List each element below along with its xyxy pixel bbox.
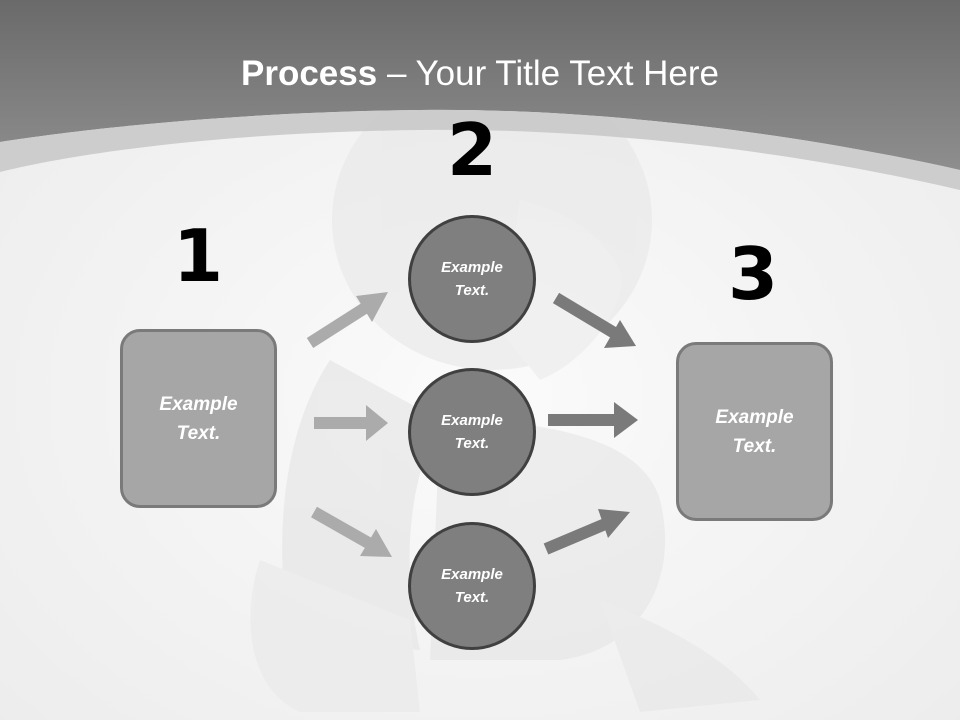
step-number-1: 1 [172, 214, 224, 298]
arrow-middle-to-right [548, 402, 638, 438]
arrow-bottom-to-right [543, 509, 630, 555]
arrow-left-to-bottom [311, 506, 392, 557]
title-rest: – Your Title Text Here [377, 54, 719, 93]
slide-title: Process – Your Title Text Here [0, 52, 960, 96]
process-circle-bottom: Example Text. [408, 522, 536, 650]
right-text-box: Example Text. [676, 342, 833, 521]
arrow-top-to-right [552, 292, 636, 348]
step-number-3: 3 [727, 232, 779, 316]
title-bold: Process [241, 54, 378, 93]
process-circle-top: Example Text. [408, 215, 536, 343]
left-text-box: Example Text. [120, 329, 277, 508]
process-circle-middle: Example Text. [408, 368, 536, 496]
arrow-left-to-middle [314, 405, 388, 441]
step-number-2: 2 [446, 108, 498, 192]
arrow-left-to-top [306, 292, 388, 349]
